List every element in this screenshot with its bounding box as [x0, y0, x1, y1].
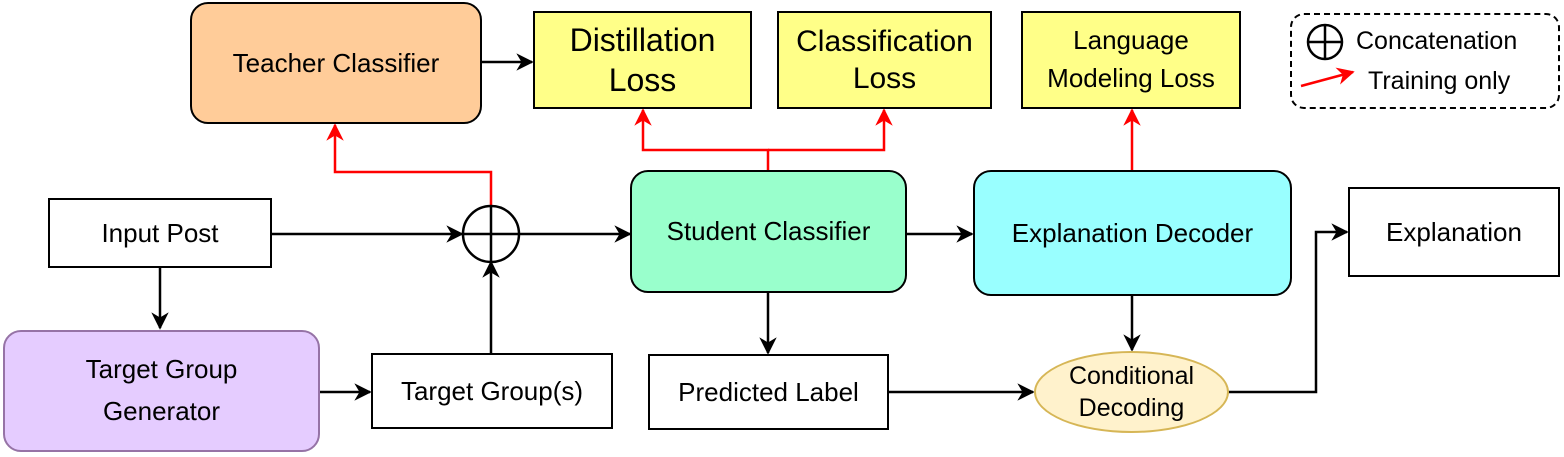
target-groups-label: Target Group(s) — [400, 375, 584, 406]
language-modeling-loss-node: Language Modeling Loss — [1021, 11, 1241, 109]
language-modeling-loss-line-2: Modeling Loss — [1047, 63, 1215, 93]
legend-concatenation-label: Concatenation — [1356, 27, 1518, 55]
classification-loss-node: Classification Loss — [777, 11, 992, 109]
explanation-decoder-label: Explanation Decoder — [1011, 217, 1254, 248]
conditional-decoding-line-2: Decoding — [1078, 394, 1185, 422]
teacher-classifier-label: Teacher Classifier — [232, 47, 440, 78]
input-post-label: Input Post — [101, 217, 219, 248]
student-classifier-node: Student Classifier — [630, 170, 907, 293]
target-group-generator-line-2: Generator — [102, 396, 221, 426]
target-groups-node: Target Group(s) — [371, 353, 613, 429]
concatenation-node — [461, 204, 521, 264]
predicted-label-label: Predicted Label — [678, 376, 859, 407]
explanation-node: Explanation — [1348, 187, 1560, 277]
concatenation-legend-icon — [1306, 23, 1344, 61]
distillation-loss-node: Distillation Loss — [533, 11, 752, 109]
legend-training-only-label: Training only — [1368, 67, 1511, 95]
classification-loss-line-1: Classification — [796, 24, 973, 58]
red-arrow-concat-to-teacher — [326, 123, 493, 206]
target-group-generator-node: Target Group Generator — [3, 330, 320, 452]
conditional-decoding-node: Conditional Decoding — [1034, 351, 1229, 433]
predicted-label-node: Predicted Label — [648, 354, 889, 430]
legend: Concatenation Training only — [1290, 13, 1560, 109]
explanation-label: Explanation — [1386, 216, 1522, 247]
target-group-generator-line-1: Target Group — [85, 354, 238, 385]
teacher-classifier-node: Teacher Classifier — [190, 2, 482, 124]
explanation-decoder-node: Explanation Decoder — [973, 170, 1292, 296]
red-arrow-student-to-classification — [768, 108, 893, 152]
distillation-loss-line-2: Loss — [608, 62, 677, 98]
language-modeling-loss-line-1: Language — [1073, 25, 1189, 56]
student-classifier-label: Student Classifier — [666, 216, 871, 247]
distillation-loss-line-1: Distillation — [569, 22, 716, 58]
conditional-decoding-line-1: Conditional — [1068, 361, 1195, 390]
input-post-node: Input Post — [48, 198, 272, 268]
red-arrow-student-to-distillation — [634, 108, 770, 170]
classification-loss-line-2: Loss — [852, 62, 917, 95]
arrow-conditional-to-explanation — [1228, 223, 1349, 394]
training-only-legend-arrow — [1300, 67, 1355, 88]
